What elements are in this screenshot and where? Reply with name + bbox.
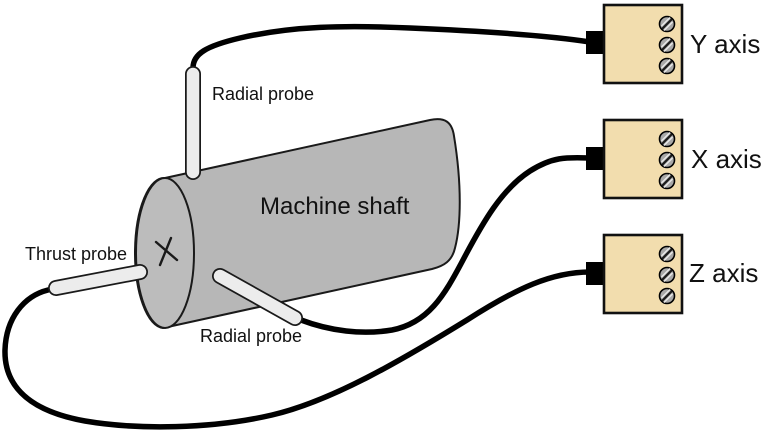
thrust-probe-label: Thrust probe: [25, 244, 128, 264]
screw-icon: [658, 130, 676, 148]
radial-probe-bottom-label: Radial probe: [200, 326, 303, 346]
connector-x-axis: [586, 118, 684, 200]
center-mark-icon: [154, 236, 179, 267]
cable-y-axis: [190, 23, 593, 71]
connector-z-axis: [586, 233, 684, 315]
cable-plug: [586, 262, 606, 285]
machine-shaft-label: Machine shaft: [260, 193, 410, 220]
screw-icon: [658, 245, 676, 263]
radial-probe-top-label: Radial probe: [212, 84, 315, 104]
cable-plug: [586, 31, 606, 54]
screw-icon: [658, 57, 676, 75]
screw-icon: [658, 287, 676, 305]
cable-x-axis: [298, 154, 593, 335]
cable-z-axis: [2, 269, 593, 430]
connector-y-axis: [586, 3, 684, 85]
screw-icon: [658, 172, 676, 190]
thrust-probe: [48, 264, 148, 296]
y-axis-label: Y axis: [690, 29, 761, 59]
cable-plug: [586, 147, 606, 170]
screw-icon: [658, 15, 676, 33]
screw-icon: [658, 36, 676, 54]
z-axis-label: Z axis: [689, 258, 759, 288]
screw-icon: [658, 151, 676, 169]
screw-icon: [658, 266, 676, 284]
x-axis-label: X axis: [691, 144, 762, 174]
machine-shaft: [133, 118, 461, 329]
radial-probe-bottom: [212, 268, 303, 326]
